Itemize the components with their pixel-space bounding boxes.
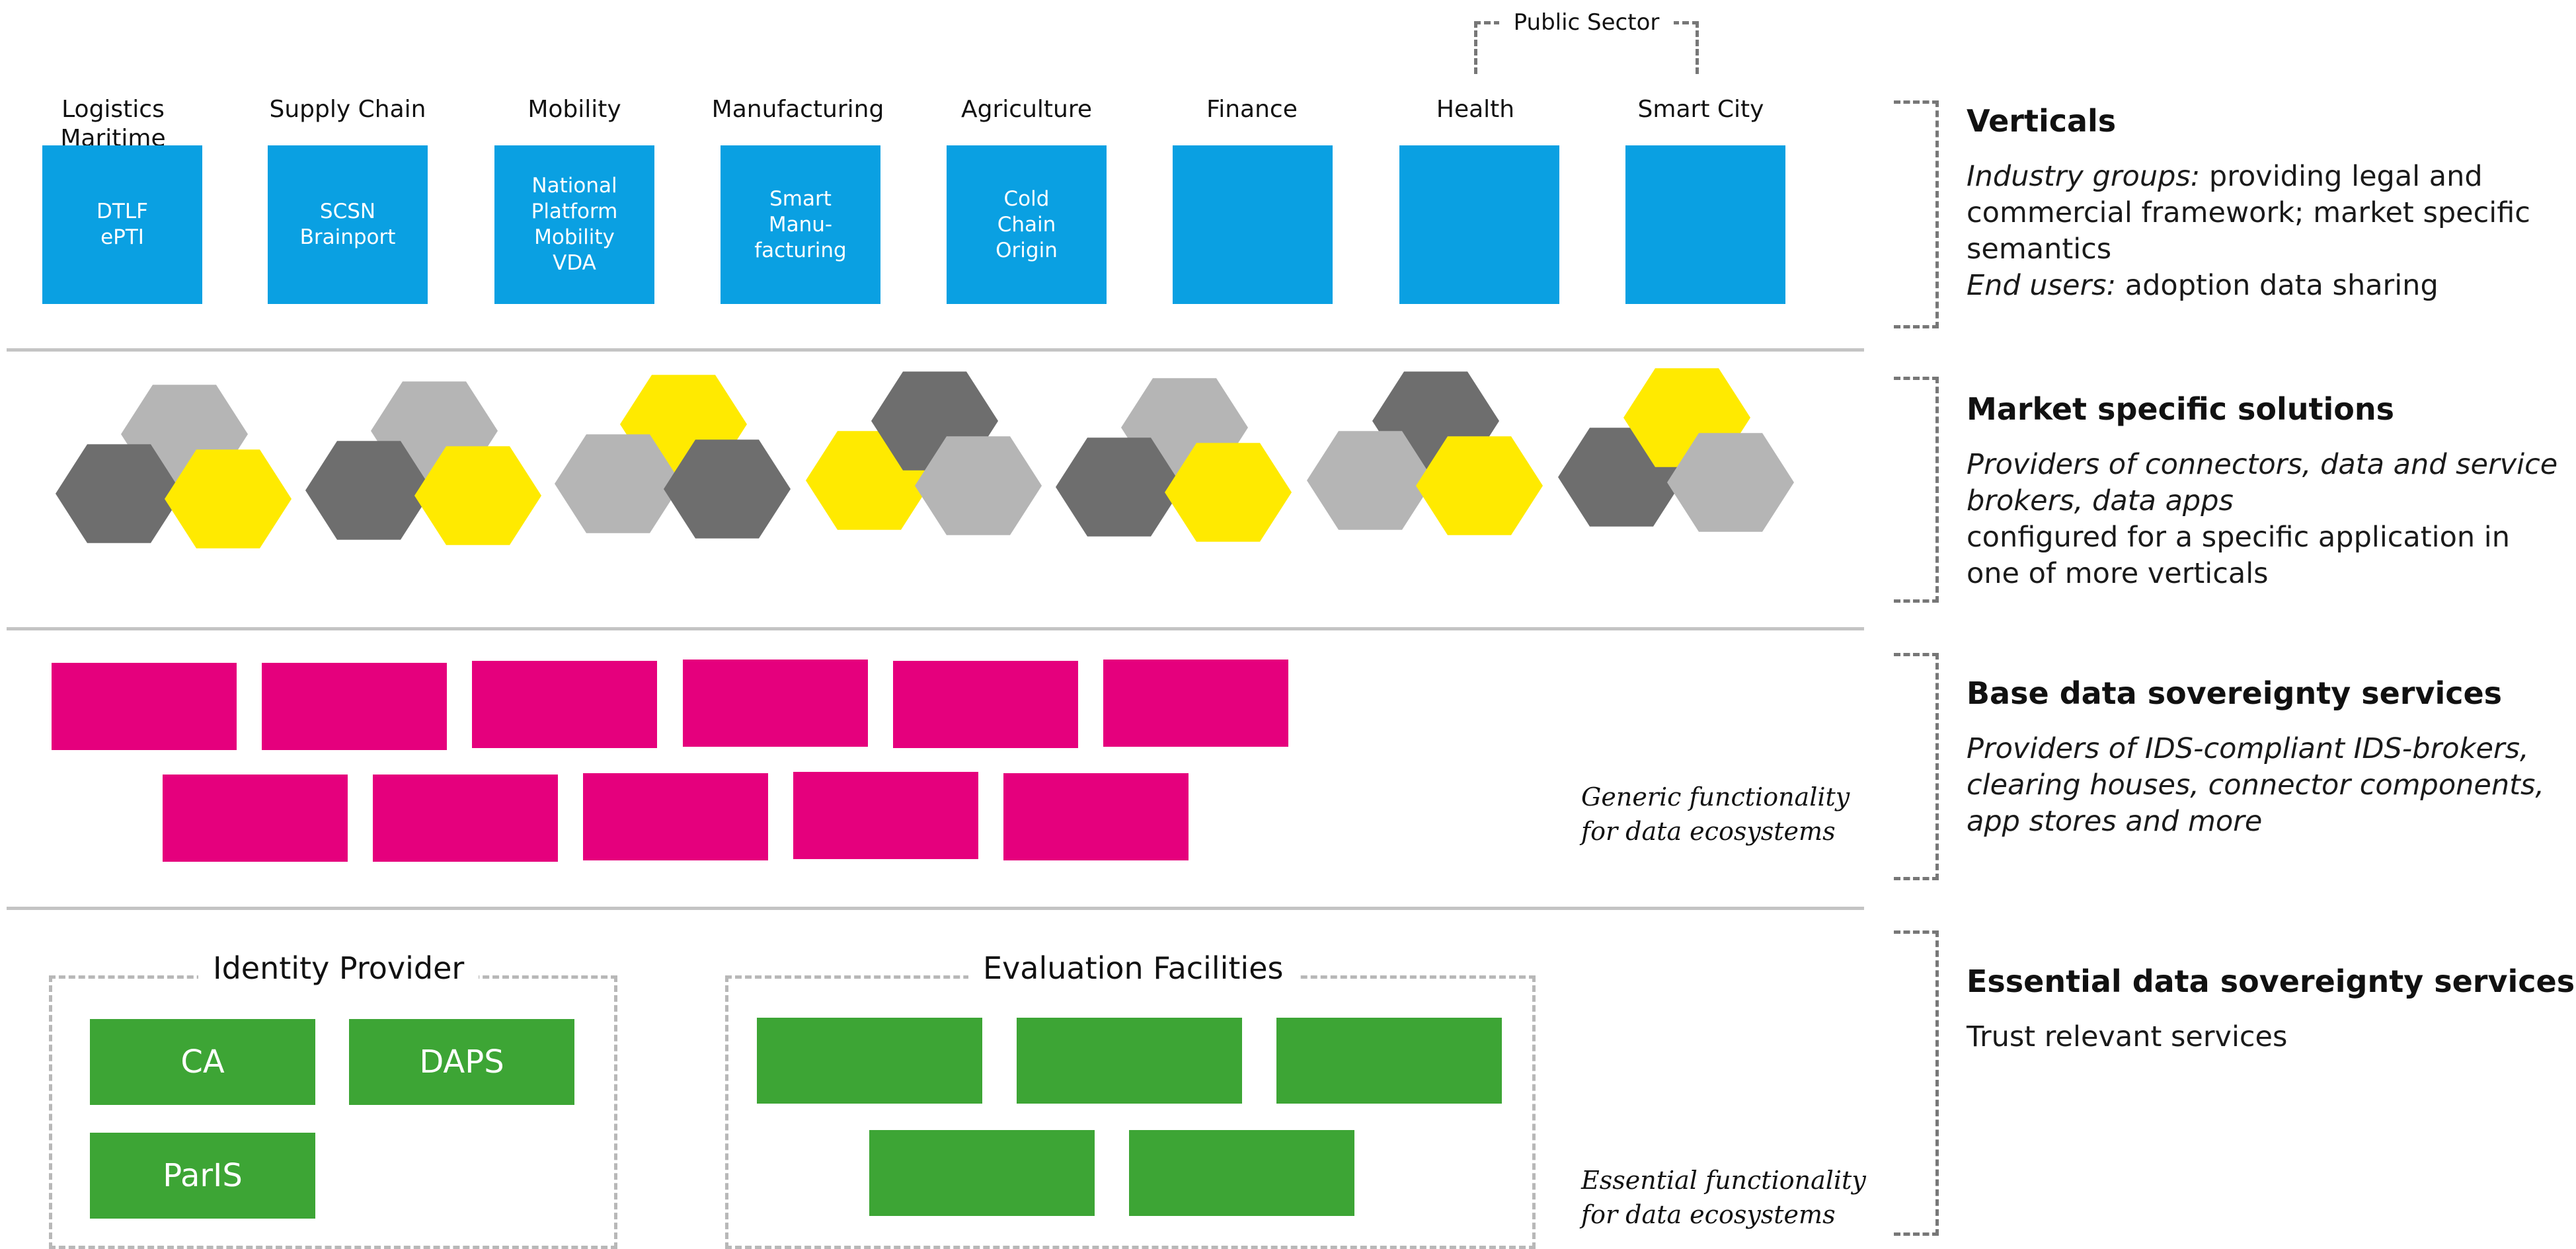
- vertical-box-manufacturing: Smart Manu- facturing: [721, 145, 880, 304]
- hexagon-0-right: [165, 449, 292, 549]
- essential-functionality-note: Essential functionality for data ecosyst…: [1581, 1163, 1866, 1232]
- evaluation-facility-block: [1129, 1130, 1354, 1216]
- evaluation-facilities-label: Evaluation Facilities: [968, 950, 1298, 986]
- vertical-box-mobility: National Platform Mobility VDA: [494, 145, 654, 304]
- evaluation-facility-block: [1017, 1018, 1242, 1104]
- verticals-end-users-text: adoption data sharing: [2116, 269, 2439, 302]
- separator-1: [7, 348, 1864, 352]
- hexagon-1-left: [305, 441, 432, 540]
- hexagon-4-right: [1165, 443, 1292, 542]
- identity-provider-label: Identity Provider: [198, 950, 479, 986]
- vertical-box-smart-city: [1625, 145, 1785, 304]
- generic-note-line-2: for data ecosystems: [1581, 817, 1836, 846]
- paris-block: ParIS: [90, 1133, 315, 1219]
- hexagon-2-right: [664, 439, 791, 539]
- vertical-label-smart-city: Smart City: [1637, 96, 1764, 123]
- base-service-block: [262, 663, 447, 750]
- base-service-block: [163, 775, 348, 862]
- vertical-box-logistics: DTLF ePTI: [42, 145, 202, 304]
- bracket-essential: [1894, 930, 1939, 1236]
- vertical-label-agriculture: Agriculture: [961, 96, 1092, 123]
- hexagon-0-left: [56, 444, 182, 543]
- verticals-end-users-label: End users:: [1967, 269, 2117, 302]
- vertical-box-agriculture: Cold Chain Origin: [947, 145, 1107, 304]
- hexagon-5-left: [1307, 431, 1434, 530]
- vertical-label-supply-chain: Supply Chain: [269, 96, 426, 123]
- separator-2: [7, 627, 1864, 630]
- section-desc-base: Providers of IDS-compliant IDS-brokers, …: [1967, 731, 2561, 840]
- vertical-label-mobility: Mobility: [527, 96, 621, 123]
- evaluation-facility-block: [757, 1018, 982, 1104]
- section-desc-verticals: Industry groups: providing legal and com…: [1967, 159, 2561, 304]
- section-desc-essential: Trust relevant services: [1967, 1020, 2288, 1053]
- base-service-block: [583, 773, 768, 860]
- market-desc-providers: Providers of connectors, data and servic…: [1967, 448, 2558, 517]
- base-service-block: [893, 661, 1078, 748]
- vertical-box-health: [1399, 145, 1559, 304]
- verticals-industry-groups-text: providing legal and commercial framework…: [1967, 160, 2530, 266]
- generic-functionality-note: Generic functionality for data ecosystem…: [1581, 780, 1850, 849]
- market-desc-configured: configured for a specific application in…: [1967, 521, 2510, 590]
- vertical-box-supply-chain: SCSN Brainport: [268, 145, 428, 304]
- essential-note-line-1: Essential functionality: [1581, 1166, 1866, 1195]
- public-sector-label: Public Sector: [1499, 8, 1674, 37]
- verticals-industry-groups-label: Industry groups:: [1967, 160, 2201, 193]
- hexagon-1-right: [414, 446, 541, 545]
- base-desc-providers: Providers of IDS-compliant IDS-brokers, …: [1967, 732, 2545, 838]
- vertical-box-finance: [1173, 145, 1333, 304]
- ca-block: CA: [90, 1019, 315, 1105]
- evaluation-facility-block: [1276, 1018, 1502, 1104]
- section-title-essential: Essential data sovereignty services: [1967, 964, 2575, 999]
- base-service-block: [373, 775, 558, 862]
- daps-block: DAPS: [349, 1019, 574, 1105]
- essential-note-line-2: for data ecosystems: [1581, 1200, 1836, 1229]
- vertical-label-finance: Finance: [1206, 96, 1298, 123]
- hexagon-2-left: [555, 434, 682, 533]
- section-title-base: Base data sovereignty services: [1967, 675, 2503, 711]
- base-service-block: [793, 772, 978, 859]
- hexagon-3-right: [915, 436, 1042, 535]
- section-desc-market: Providers of connectors, data and servic…: [1967, 447, 2561, 592]
- vertical-label-health: Health: [1436, 96, 1515, 123]
- base-service-block: [472, 661, 657, 748]
- evaluation-facility-block: [869, 1130, 1095, 1216]
- vertical-label-manufacturing: Manufacturing: [711, 96, 884, 123]
- base-service-block: [1103, 660, 1288, 747]
- hexagon-5-right: [1416, 436, 1543, 535]
- base-service-block: [1003, 773, 1189, 860]
- separator-3: [7, 907, 1864, 910]
- base-service-block: [52, 663, 237, 750]
- bracket-verticals: [1894, 100, 1939, 328]
- bracket-market: [1894, 377, 1939, 603]
- base-service-block: [683, 660, 868, 747]
- hexagon-4-left: [1056, 437, 1183, 537]
- section-title-market: Market specific solutions: [1967, 391, 2394, 427]
- hexagon-6-right: [1667, 433, 1794, 532]
- section-title-verticals: Verticals: [1967, 103, 2117, 139]
- bracket-base: [1894, 653, 1939, 880]
- generic-note-line-1: Generic functionality: [1581, 782, 1850, 812]
